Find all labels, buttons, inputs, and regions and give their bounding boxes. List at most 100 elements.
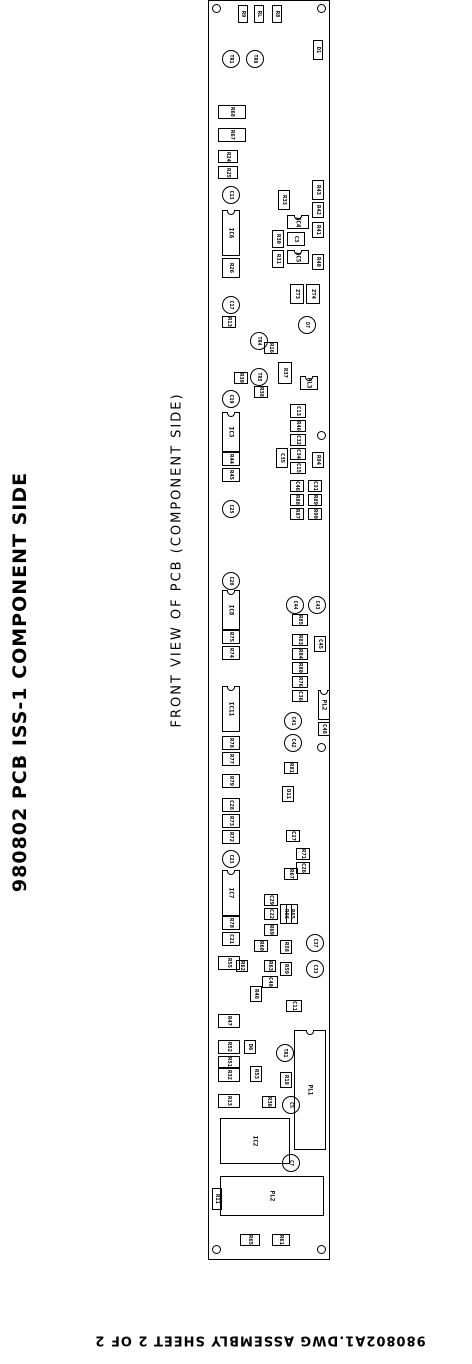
component-label: R65 (247, 1235, 253, 1245)
component-label: TR8 (252, 54, 258, 64)
component-r13: R13 (218, 1094, 240, 1108)
component-r84: R84 (292, 648, 308, 660)
view-caption: FRONT VIEW OF PCB (COMPONENT SIDE) (165, 320, 189, 800)
component-label: C26 (300, 863, 306, 873)
component-r77: R77 (222, 752, 240, 766)
component-label: PL2 (268, 1190, 276, 1202)
component-c40: C40 (262, 976, 278, 988)
component-label: C36 (297, 691, 303, 701)
component-c13: C13 (290, 404, 306, 418)
component-d6: D6 (244, 1040, 256, 1054)
component-r47: R47 (218, 1014, 240, 1028)
component-label: C45 (317, 639, 323, 649)
component-label: R69 (268, 925, 274, 935)
round-component-tr5: TR5 (250, 368, 268, 386)
component-r38: R38 (254, 386, 268, 398)
component-label: R76 (297, 677, 303, 687)
component-label: R33 (281, 195, 287, 205)
component-label: R13 (226, 1096, 232, 1106)
component-c35: C35 (276, 448, 288, 468)
component-label: C33 (312, 964, 318, 974)
component-label: R45 (228, 470, 234, 480)
component-r9: R9 (238, 5, 248, 23)
round-component-c19: C19 (222, 390, 240, 408)
round-component-c20: C20 (222, 572, 240, 590)
component-ic4: IC4 (287, 215, 309, 229)
view-caption-text: FRONT VIEW OF PCB (COMPONENT SIDE) (169, 392, 185, 728)
round-component-c41: C41 (284, 712, 302, 730)
pcb-outline (208, 0, 330, 1260)
component-r11: R11 (212, 1188, 222, 1210)
component-r37: R37 (278, 362, 292, 384)
component-r73: R73 (222, 814, 240, 828)
component-r90: R90 (308, 508, 322, 520)
round-component-c42: C42 (284, 734, 302, 752)
component-r67: R67 (284, 868, 298, 880)
component-label: C22 (268, 909, 274, 919)
component-label: ZT4 (310, 289, 316, 299)
component-label: R16 (268, 343, 274, 353)
component-label: IC11 (227, 701, 235, 717)
component-label: C31 (312, 481, 318, 491)
component-label: R73 (228, 816, 234, 826)
round-component-c13: C13 (222, 186, 240, 204)
mounting-hole (317, 1245, 326, 1254)
component-label: R24 (225, 151, 231, 162)
component-label: TR5 (256, 372, 262, 382)
component-label: R71 (300, 849, 306, 859)
component-label: C32 (295, 435, 301, 445)
component-r25: R25 (218, 166, 238, 179)
component-label: R90 (312, 509, 318, 519)
component-r31: R31 (272, 250, 284, 268)
component-label: R67 (229, 130, 235, 140)
component-label: ZT3 (294, 289, 300, 299)
component-label: C20 (228, 576, 234, 586)
component-r68: R68 (218, 105, 246, 119)
component-r62: R62 (236, 960, 248, 972)
component-label: C17 (228, 300, 234, 310)
component-label: R84 (297, 649, 303, 659)
component-r87: R87 (290, 508, 304, 520)
component-r88: R88 (290, 494, 304, 506)
component-r81: R81 (284, 762, 298, 774)
component-r30: R30 (272, 230, 284, 248)
component-label: R39 (238, 373, 244, 383)
component-r67: R67 (218, 128, 246, 142)
component-label: C21 (228, 934, 234, 944)
component-label: R63 (267, 961, 273, 971)
component-r24: R24 (218, 150, 238, 163)
component-label: R32 (226, 1070, 232, 1080)
component-label: R87 (294, 509, 300, 519)
component-label: C15 (295, 463, 301, 473)
component-r94: R94 (312, 452, 324, 468)
component-zt3: ZT3 (290, 284, 304, 304)
component-c26: C26 (296, 862, 310, 874)
component-label: R38 (258, 387, 264, 397)
component-label: R40 (315, 257, 321, 267)
component-label: R77 (228, 754, 234, 764)
component-pl2: PL2 (220, 1176, 324, 1216)
component-label: C34 (295, 449, 301, 459)
component-label: R36 (266, 1097, 272, 1107)
component-label: C23 (228, 854, 234, 864)
component-c11: C11 (286, 1000, 302, 1012)
component-r18: R18 (280, 1072, 292, 1088)
component-label: D1 (315, 46, 321, 54)
component-r40: R40 (312, 254, 324, 270)
component-label: C13 (295, 406, 301, 416)
round-component-c43: C43 (308, 596, 326, 614)
component-label: C27 (290, 831, 296, 841)
component-c48: C48 (318, 722, 330, 736)
component-label: R79 (228, 776, 234, 786)
component-d1: D1 (313, 40, 323, 60)
mounting-hole (317, 743, 326, 752)
component-c22: C22 (264, 908, 278, 920)
component-label: R78 (228, 738, 234, 748)
round-component-c37: C37 (306, 934, 324, 952)
component-label: R83 (297, 635, 303, 645)
component-c32: C32 (290, 434, 306, 446)
component-r55: R55 (218, 956, 240, 970)
component-r44: R44 (222, 452, 240, 466)
component-r53: R53 (250, 1066, 262, 1082)
sheet-title: 980802 PCB ISS-1 COMPONENT SIDE (0, 0, 40, 1364)
